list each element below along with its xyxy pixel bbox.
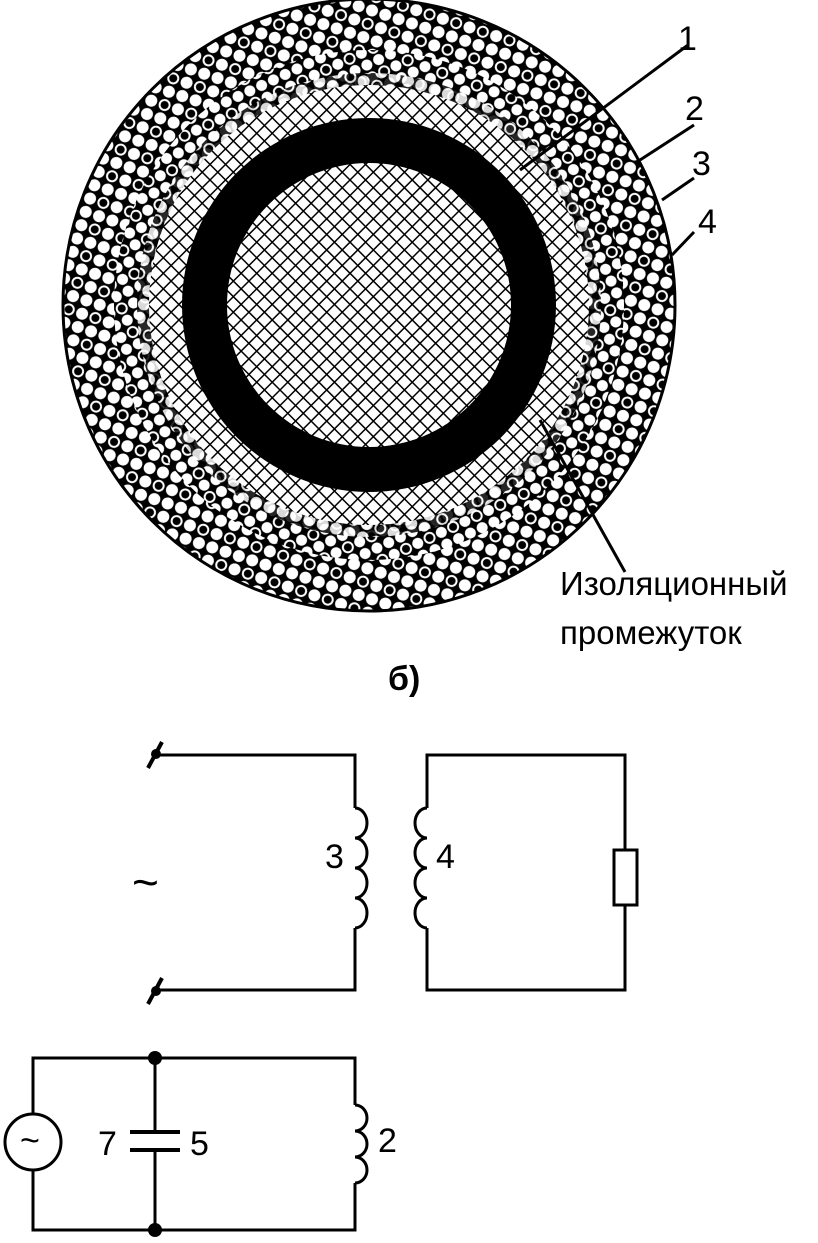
- coil-2: [354, 1103, 369, 1185]
- capacitor-right-label: 5: [190, 1125, 209, 1163]
- capacitor-left-label: 7: [98, 1125, 117, 1163]
- gap-label-line1: Изоляционный: [560, 565, 788, 602]
- generator-circle: [3, 1112, 63, 1172]
- secondary-coil: [413, 806, 428, 930]
- capacitor: [130, 1130, 180, 1152]
- label-2: 2: [685, 90, 704, 128]
- primary-coil-label: 3: [325, 838, 344, 876]
- label-1: 1: [678, 20, 697, 58]
- label-3: 3: [692, 145, 711, 183]
- oscillator-wires: [31, 1056, 357, 1232]
- terminal-bottom: [146, 977, 164, 1005]
- leader-lines: [519, 43, 696, 573]
- figure-caption: б): [388, 660, 420, 698]
- transformer-circuit: ~ 3 4: [132, 741, 639, 1005]
- cross-section: 1 2 3 4 Изоляционный промежуток б): [61, 0, 788, 698]
- junction-bottom: [148, 1223, 162, 1237]
- oscillator-circuit: ~ 7 5 2: [3, 1051, 397, 1237]
- gap-label-line2: промежуток: [560, 614, 742, 651]
- coil-2-label: 2: [378, 1122, 397, 1160]
- junction-top: [148, 1051, 162, 1065]
- terminal-top: [146, 741, 164, 769]
- secondary-coil-label: 4: [436, 838, 455, 876]
- source-symbol: ~: [132, 856, 159, 908]
- load-resistor: [612, 848, 639, 907]
- primary-wires: [160, 753, 357, 992]
- generator-symbol: ~: [20, 1122, 40, 1160]
- core: [227, 163, 511, 447]
- label-4: 4: [698, 203, 717, 241]
- primary-coil: [354, 806, 369, 930]
- secondary-wires: [425, 753, 627, 992]
